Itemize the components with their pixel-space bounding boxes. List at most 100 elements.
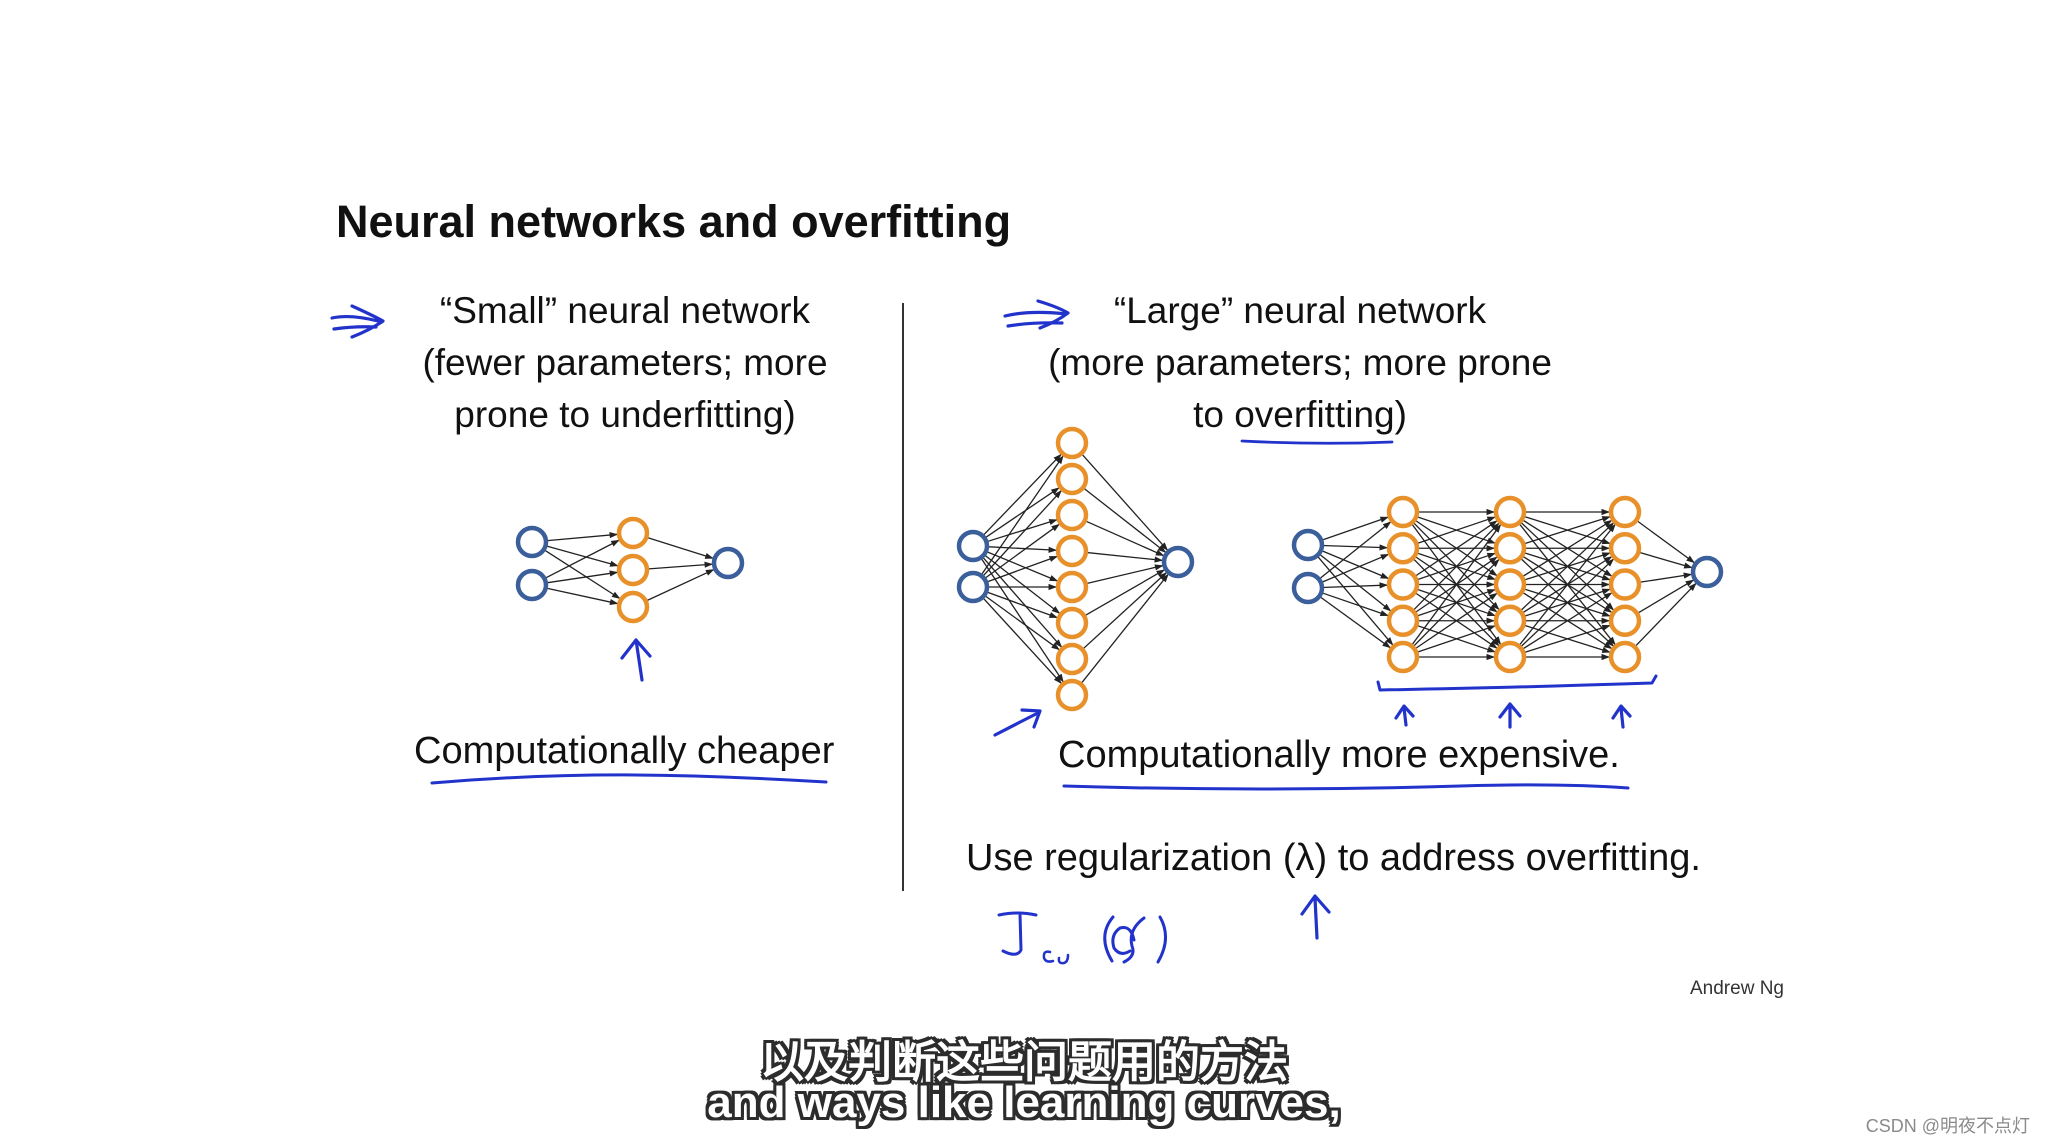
deep-network-arrowhead: [1688, 582, 1697, 592]
hidden-layer-2-arrow-icon: [1498, 702, 1522, 729]
wide-network-edge: [1080, 573, 1170, 685]
deep-network-edge: [1414, 519, 1498, 578]
deep-network-edge: [1521, 591, 1613, 651]
deep-network-edge: [1518, 523, 1617, 647]
small-network-arrowhead: [704, 552, 714, 559]
deep-network-arrowhead: [1379, 516, 1389, 523]
wide-network-arrowhead: [1051, 606, 1061, 614]
deep-network-edge: [1414, 592, 1498, 650]
deep-network-arrowhead: [1601, 545, 1610, 552]
handwritten-theta: [1111, 926, 1136, 955]
deep-network-arrowhead: [1603, 605, 1613, 613]
deep-network-hidden-node: [1493, 604, 1527, 637]
small-network-arrowhead: [609, 560, 619, 567]
wide-network-hidden-node: [1055, 678, 1089, 712]
wide-network-edge: [982, 453, 1063, 537]
deep-network-arrowhead: [1601, 581, 1610, 588]
wide-network-edge: [983, 554, 1061, 615]
small-network-edge: [545, 587, 619, 605]
wide-network-edge: [981, 489, 1063, 578]
wide-network-edge: [985, 591, 1059, 619]
deep-network-arrowhead: [1493, 636, 1502, 645]
small-network-edge: [545, 533, 619, 542]
deep-network-arrowhead: [1488, 641, 1498, 649]
deep-network-edge: [1521, 519, 1613, 578]
deep-network-edge: [1634, 582, 1698, 648]
small-caption-line-2: (fewer parameters; more: [422, 342, 828, 383]
deep-network-hidden-node: [1386, 640, 1420, 674]
deep-network-hidden-node: [1386, 532, 1420, 565]
large-caption-line-2: (more parameters; more prone: [1048, 342, 1552, 383]
wide-network-edge: [984, 486, 1060, 539]
small-network-hidden-node: [616, 516, 650, 550]
hidden-layer-1-arrow-icon: [1394, 704, 1415, 727]
deep-network-arrowhead: [1686, 555, 1695, 564]
wide-network-hidden-node: [1055, 606, 1089, 640]
wide-network-arrowhead: [1154, 564, 1164, 571]
small-network-arrowhead: [611, 591, 621, 599]
deep-network-arrowhead: [1486, 653, 1495, 661]
deep-network-edge: [1638, 551, 1693, 569]
deep-network-hidden-node: [1608, 604, 1642, 637]
deep-network-arrowhead: [1486, 574, 1496, 580]
deep-network-arrowhead: [1486, 552, 1496, 559]
hidden-layer-3-arrow-icon: [1611, 704, 1632, 729]
deep-network-io-node: [1291, 528, 1325, 562]
deep-network-arrowhead: [1486, 508, 1495, 516]
deep-network-arrowhead: [1486, 625, 1496, 632]
deep-network-arrowhead: [1486, 589, 1496, 595]
wide-network-arrowhead: [1053, 675, 1062, 684]
deep-network-arrowhead: [1605, 602, 1615, 611]
wide-network-arrowhead: [1048, 556, 1058, 562]
small-network-hidden-node: [616, 553, 650, 587]
wide-network-edge: [986, 518, 1058, 543]
wide-network-arrowhead: [1053, 490, 1062, 499]
deep-network-edge: [1416, 516, 1497, 545]
deep-network-arrowhead: [1603, 519, 1613, 528]
deep-network-arrowhead: [1601, 508, 1610, 516]
wide-network-hidden-node: [1055, 462, 1089, 496]
deep-network-arrowhead: [1601, 588, 1611, 595]
deep-network-edge: [1321, 516, 1390, 542]
large-network-caption: “Large” neural network (more parameters;…: [990, 285, 1610, 441]
deep-network-arrowhead: [1601, 538, 1611, 545]
large-caption-line-1: “Large” neural network: [1113, 290, 1487, 331]
large-bullet-arrow-icon: [1003, 299, 1070, 330]
small-network-arrowhead: [610, 539, 620, 547]
deep-network-arrowhead: [1380, 572, 1390, 579]
deep-network-arrowhead: [1601, 552, 1611, 559]
expensive-label: Computationally more expensive.: [1058, 734, 1620, 776]
deep-network-edge: [1320, 553, 1390, 584]
deep-network-arrowhead: [1486, 617, 1495, 624]
deep-network-hidden-node: [1493, 568, 1527, 601]
wide-network-arrowhead: [1048, 546, 1058, 553]
deep-network-arrowhead: [1486, 537, 1496, 544]
deep-network-edge: [1316, 555, 1394, 646]
deep-network-arrowhead: [1488, 520, 1498, 528]
wide-network-edge: [1083, 568, 1166, 617]
deep-network-hidden-node: [1493, 532, 1527, 565]
wide-network-edge: [1084, 520, 1165, 557]
deep-network-arrowhead: [1493, 524, 1502, 533]
small-network-arrowhead: [609, 598, 619, 606]
deep-network-arrowhead: [1608, 523, 1616, 533]
small-network-edge: [545, 571, 619, 584]
small-network-caption: “Small” neural network (fewer parameters…: [390, 285, 860, 441]
small-network-arrowhead: [704, 561, 714, 568]
wide-network-edge: [981, 556, 1063, 649]
deep-network-arrowhead: [1605, 638, 1615, 647]
deep-network-hidden-node: [1493, 640, 1527, 674]
watermark: CSDN @明夜不点灯: [1865, 1116, 2030, 1136]
slide-title: Neural networks and overfitting: [336, 196, 1012, 247]
wide-network-arrowhead: [1051, 642, 1060, 651]
deep-network-edge: [1416, 624, 1497, 654]
small-network-edge: [646, 536, 714, 560]
deep-network-arrowhead: [1488, 592, 1498, 601]
wide-network-arrowhead: [1160, 573, 1169, 583]
small-network-edge: [545, 545, 619, 567]
wide-network-edge: [1085, 564, 1164, 585]
small-bullet-arrow-icon: [330, 304, 385, 339]
deep-network-arrowhead: [1486, 646, 1496, 653]
deep-network-hidden-node: [1386, 568, 1420, 601]
wide-network-arrowhead: [1158, 572, 1167, 581]
